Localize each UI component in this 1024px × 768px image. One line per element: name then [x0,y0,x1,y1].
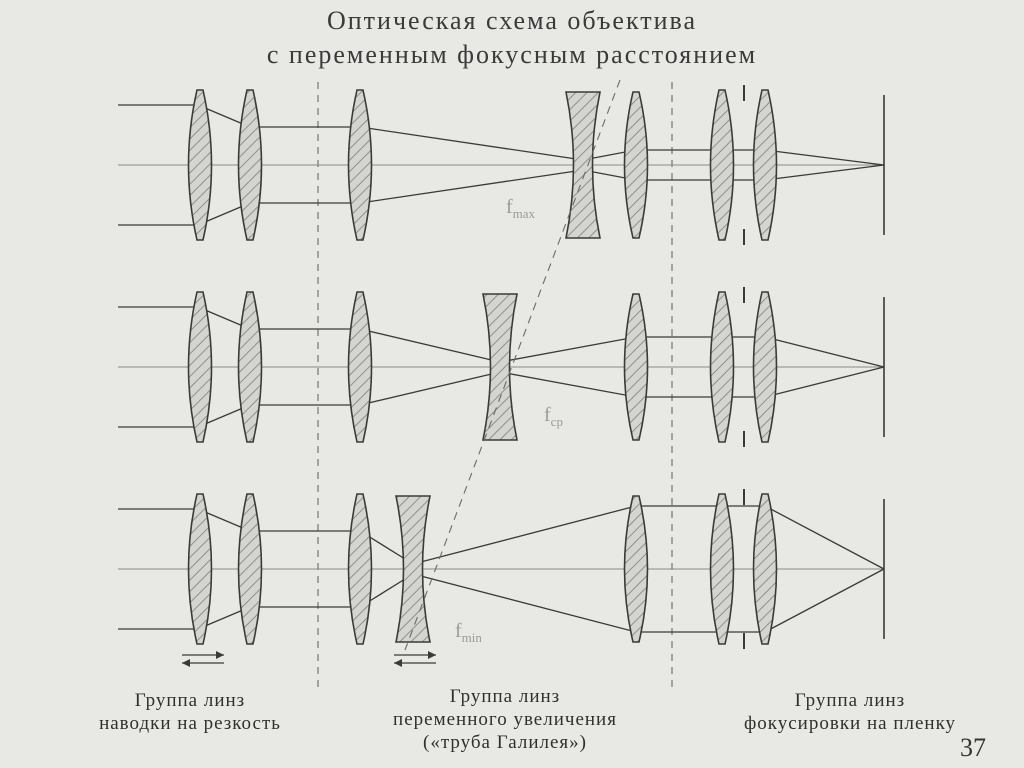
zoom-path-dashed [404,79,621,651]
lens-row-1 [118,85,885,245]
ray [359,169,584,204]
ray [412,505,637,565]
convex-lens [709,291,735,443]
ray [359,328,501,363]
ray [764,505,885,570]
convex-lens [623,91,649,239]
convex-lens [623,293,649,441]
lens-row-3 [118,489,885,649]
convex-lens [347,493,373,645]
group-label-film-line1: Группа линз [794,690,906,711]
group-label-focusing: Группа линз наводки на резкость [60,689,320,735]
title-line-2: с переменным фокусным расстоянием [266,40,758,69]
convex-lens [187,89,213,241]
arrow-head [216,651,224,659]
lens-row-2 [118,287,885,447]
ray [499,336,637,363]
convex-lens [187,291,213,443]
lens-rows [118,85,885,649]
arrow-head [394,659,402,667]
convex-lens [623,495,649,643]
group-label-film: Группа линз фокусировки на пленку [710,689,990,735]
convex-lens [187,493,213,645]
f-mid-label: fср [544,404,563,429]
f-max-label: fmax [506,196,536,221]
ray [359,371,501,406]
ray [764,149,885,166]
group-label-zoom: Группа линз переменного увеличения («тру… [340,685,670,754]
convex-lens [709,493,735,645]
convex-lens [752,89,778,241]
convex-lens [752,291,778,443]
convex-lens [752,493,778,645]
f-min-label: fmin [455,620,482,645]
arrow-head [428,651,436,659]
ray [412,573,637,633]
convex-lens [709,89,735,241]
convex-lens [347,89,373,241]
ray [499,371,637,398]
convex-lens [237,89,263,241]
ray [764,366,885,398]
ray [359,126,584,161]
ray [764,164,885,181]
page-number: 37 [960,733,986,762]
concave-lens [482,293,518,441]
section-dividers [317,82,673,690]
group-label-focusing-line1: Группа линз [134,690,246,711]
group-label-zoom-line3: («труба Галилея») [423,732,587,753]
arrow-head [182,659,190,667]
ray [764,568,885,633]
group-label-film-line2: фокусировки на пленку [743,713,957,734]
title-line-1: Оптическая схема объектива [326,6,698,35]
convex-lens [347,291,373,443]
group-label-focusing-line2: наводки на резкость [99,713,281,734]
group-label-zoom-line2: переменного увеличения [393,709,617,730]
convex-lens [237,291,263,443]
ray [764,336,885,368]
group-label-zoom-line1: Группа линз [449,686,561,707]
diagram-extras [182,79,621,667]
convex-lens [237,493,263,645]
